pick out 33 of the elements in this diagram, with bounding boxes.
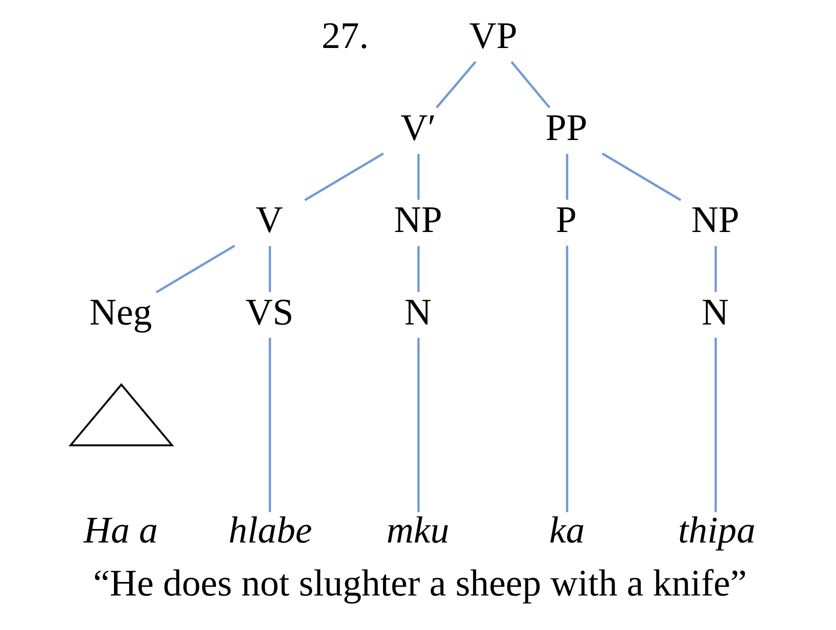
connector [601, 152, 681, 202]
connector [268, 338, 271, 512]
connector [714, 338, 716, 512]
connector [416, 246, 420, 292]
node-text: mku [386, 510, 449, 552]
node-text: hlabe [228, 510, 312, 552]
node-text: thipa [678, 510, 755, 552]
node-text: PP [544, 107, 587, 150]
connector [268, 246, 271, 292]
node-text: N [701, 291, 728, 334]
connector [155, 244, 235, 294]
label: 27. [321, 14, 368, 57]
connector [714, 246, 716, 292]
node-text: NP [690, 199, 739, 242]
connector [435, 61, 476, 108]
connector [304, 152, 384, 202]
caption: “He does not slughter a sheep with a knife” [92, 562, 746, 604]
node-text: Ha a [83, 510, 158, 552]
node-text: N [404, 291, 432, 334]
node-text: V′ [400, 107, 436, 150]
node-text: Neg [88, 291, 152, 334]
node-text: ka [548, 510, 584, 552]
connector [565, 246, 568, 512]
node-triangle [68, 383, 174, 446]
node-text: P [555, 199, 576, 242]
node-text: VP [468, 14, 517, 57]
node-text: NP [394, 199, 442, 242]
connector [416, 154, 420, 200]
connector [510, 61, 550, 108]
node-text: V [255, 199, 282, 242]
node-text: VS [244, 291, 294, 334]
connector [565, 154, 568, 200]
connector [416, 338, 420, 512]
